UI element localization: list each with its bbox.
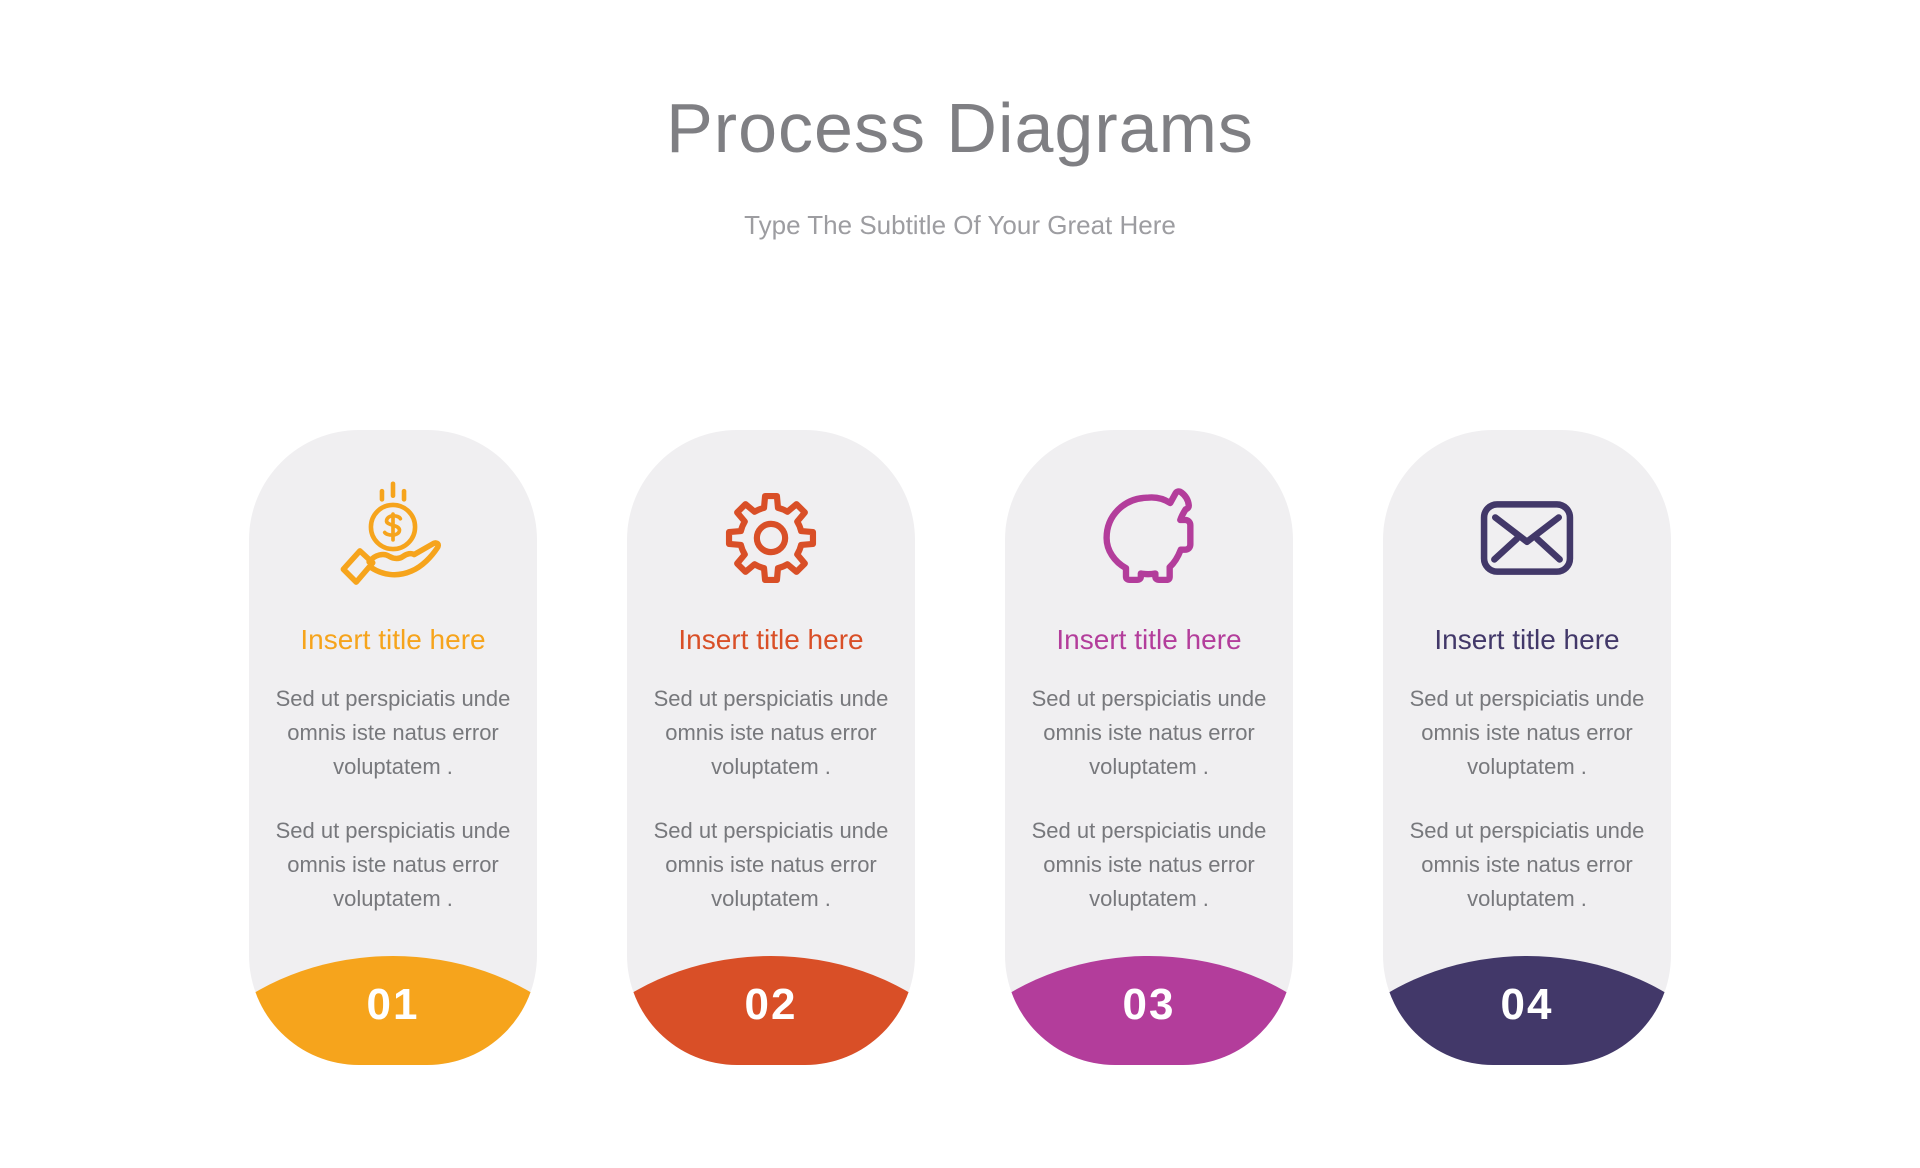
card-paragraph: Sed ut perspiciatis unde omnis iste natu…: [1409, 686, 1645, 779]
piggy-bank-icon: [1005, 472, 1293, 604]
process-card-4: Insert title here Sed ut perspiciatis un…: [1383, 430, 1671, 1065]
step-number-badge: [627, 956, 915, 1065]
card-paragraph: Sed ut perspiciatis unde omnis iste natu…: [275, 818, 511, 911]
card-paragraph: Sed ut perspiciatis unde omnis iste natu…: [653, 686, 889, 779]
process-card-1: Insert title here Sed ut perspiciatis un…: [249, 430, 537, 1065]
card-title: Insert title here: [1056, 624, 1242, 655]
step-number: 04: [1500, 980, 1554, 1029]
page-title: Process Diagrams: [666, 89, 1254, 167]
card-paragraph: Sed ut perspiciatis unde omnis iste natu…: [275, 686, 511, 779]
step-number: 03: [1122, 980, 1176, 1029]
card-title: Insert title here: [300, 624, 486, 655]
card-paragraph: Sed ut perspiciatis unde omnis iste natu…: [1409, 818, 1645, 911]
step-number-badge: [1383, 956, 1671, 1065]
process-card-3: Insert title here Sed ut perspiciatis un…: [1005, 430, 1293, 1065]
card-title: Insert title here: [1434, 624, 1620, 655]
card-title: Insert title here: [678, 624, 864, 655]
gear-icon: [627, 472, 915, 604]
card-paragraph: Sed ut perspiciatis unde omnis iste natu…: [653, 818, 889, 911]
card-paragraph: Sed ut perspiciatis unde omnis iste natu…: [1031, 686, 1267, 779]
process-cards-row: Insert title here Sed ut perspiciatis un…: [0, 430, 1920, 1065]
page-subtitle: Type The Subtitle Of Your Great Here: [744, 210, 1176, 240]
step-number: 01: [366, 980, 420, 1029]
step-number-badge: [249, 956, 537, 1065]
envelope-icon: [1383, 472, 1671, 604]
step-number-badge: [1005, 956, 1293, 1065]
hand-coin-icon: [249, 472, 537, 604]
process-card-2: Insert title here Sed ut perspiciatis un…: [627, 430, 915, 1065]
step-number: 02: [744, 980, 798, 1029]
card-paragraph: Sed ut perspiciatis unde omnis iste natu…: [1031, 818, 1267, 911]
